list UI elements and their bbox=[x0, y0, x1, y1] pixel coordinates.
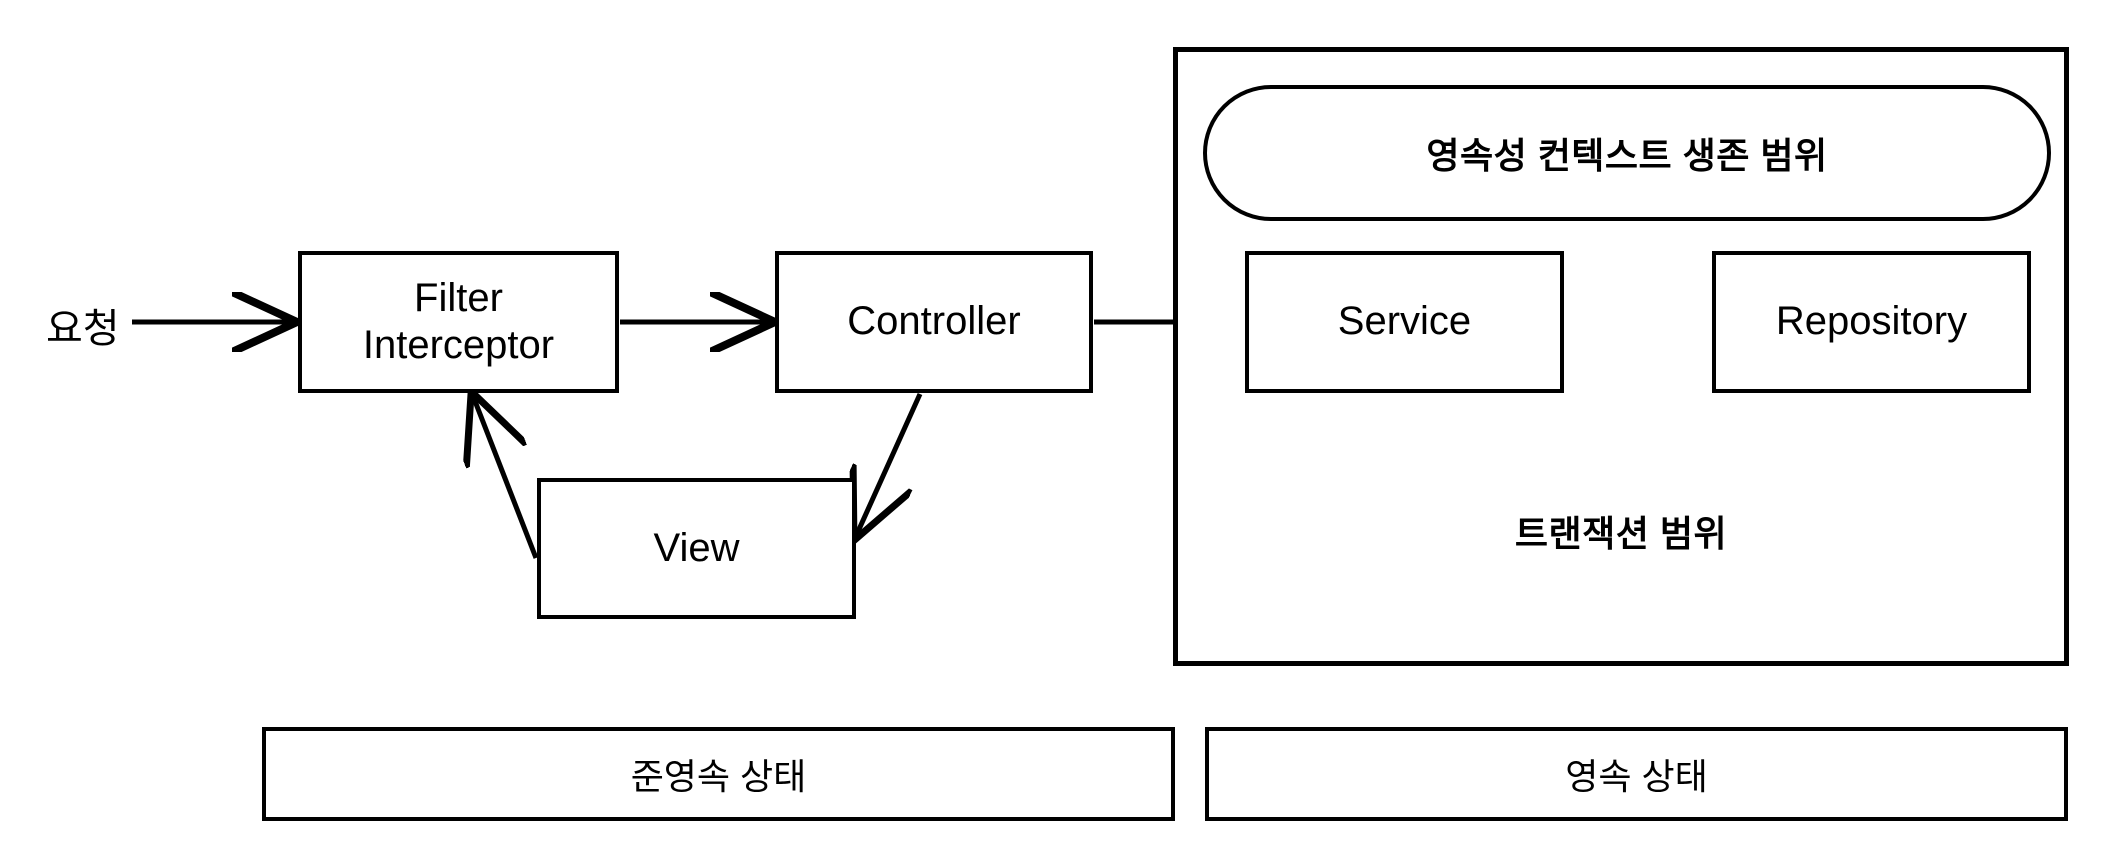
state-bar-detached-label: 준영속 상태 bbox=[630, 756, 807, 797]
node-service[interactable]: Service bbox=[1245, 251, 1564, 393]
edge-view-to-filter bbox=[473, 396, 539, 559]
node-repository-label: Repository bbox=[1775, 299, 1968, 344]
state-bar-persistent: 영속 상태 bbox=[1205, 727, 2068, 821]
request-label: 요청 bbox=[46, 307, 120, 351]
node-view[interactable]: View bbox=[537, 478, 856, 619]
node-controller[interactable]: Controller bbox=[775, 251, 1093, 393]
node-repository[interactable]: Repository bbox=[1712, 251, 2031, 393]
node-view-label: View bbox=[653, 525, 740, 570]
node-filter-interceptor-label: Filter Interceptor bbox=[362, 275, 555, 367]
node-filter-interceptor[interactable]: Filter Interceptor bbox=[298, 251, 619, 393]
state-bar-persistent-label: 영속 상태 bbox=[1565, 756, 1708, 797]
persistence-context-scope-shape: 영속성 컨텍스트 생존 범위 bbox=[1203, 85, 2051, 221]
edge-controller-to-view bbox=[856, 392, 923, 536]
transaction-scope-label: 트랜잭션 범위 bbox=[1514, 513, 1728, 554]
persistence-context-scope-label: 영속성 컨텍스트 생존 범위 bbox=[1426, 135, 1828, 176]
state-bar-detached: 준영속 상태 bbox=[262, 727, 1175, 821]
node-service-label: Service bbox=[1337, 299, 1472, 344]
node-controller-label: Controller bbox=[847, 299, 1021, 344]
